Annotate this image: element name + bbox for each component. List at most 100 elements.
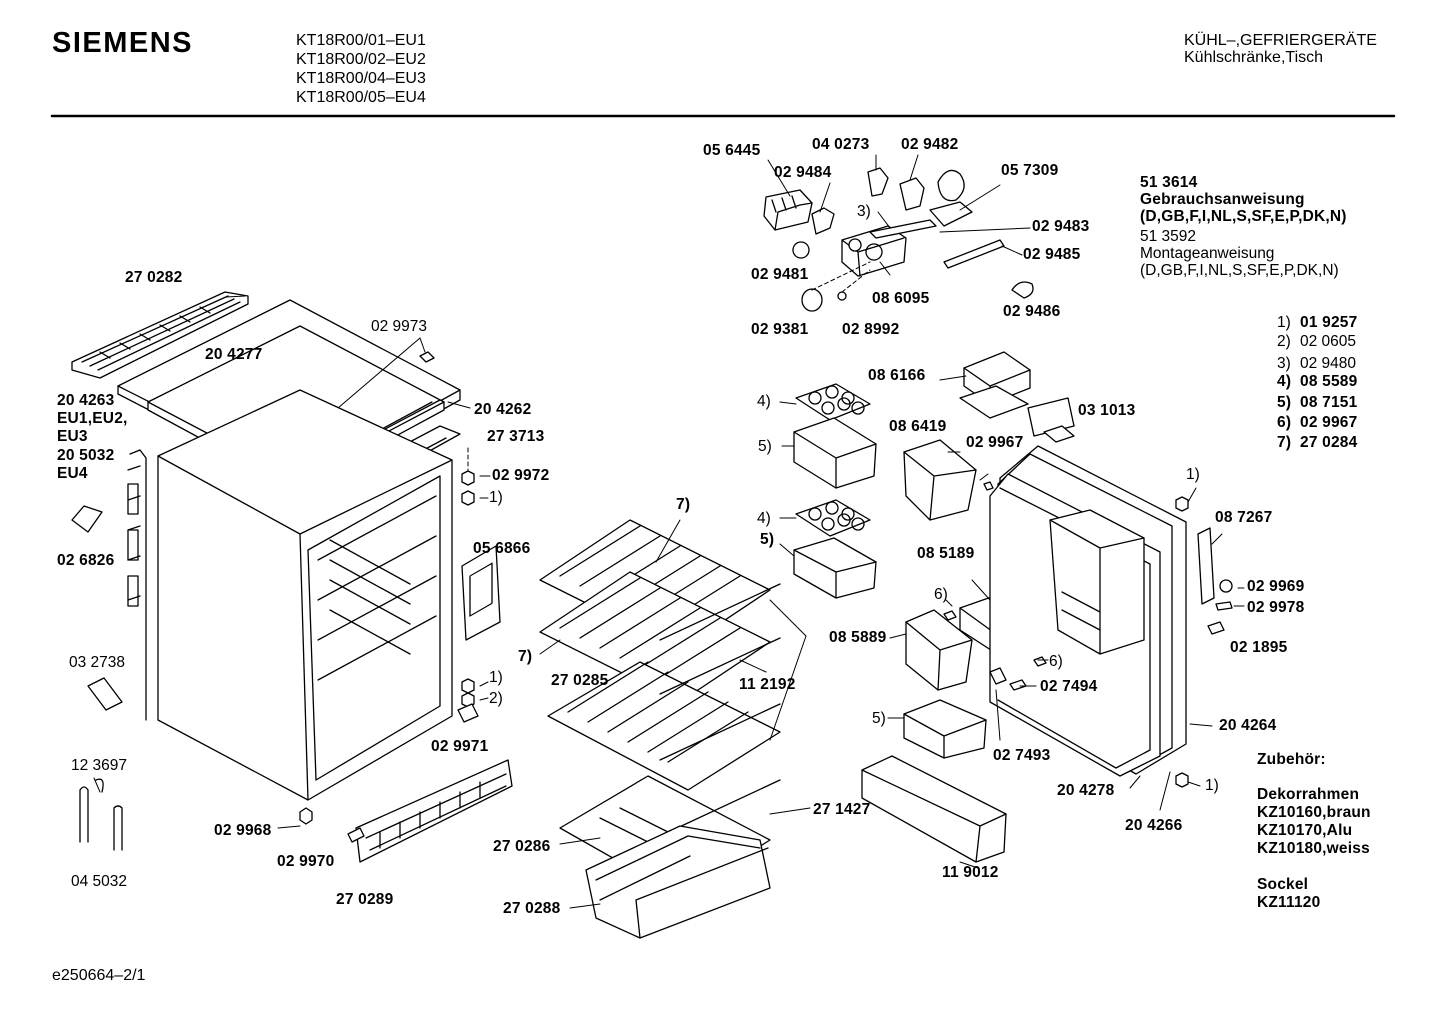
category-title: KÜHL–,GEFRIERGERÄTE <box>1184 32 1377 49</box>
manual-code: 51 3614 <box>1140 174 1198 191</box>
decor-frame-white: KZ10180,weiss <box>1257 840 1370 857</box>
part-label: 05 6445 <box>703 142 761 159</box>
part-label: 08 6095 <box>872 290 930 307</box>
part-label: 20 4277 <box>205 346 263 363</box>
bottom-grille-drawing <box>347 759 513 863</box>
part-label: 20 4264 <box>1219 717 1277 734</box>
model-number-4: KT18R00/05–EU4 <box>296 89 426 106</box>
cabinet-drawing <box>71 389 501 829</box>
part-label: 02 9483 <box>1032 218 1090 235</box>
model-number-2: KT18R00/02–EU2 <box>296 51 426 68</box>
manual-languages: (D,GB,F,I,NL,S,SF,E,P,DK,N) <box>1140 262 1339 279</box>
part-label: 05 7309 <box>1001 162 1059 179</box>
part-ref: 7) <box>518 648 533 665</box>
part-label: 02 8992 <box>842 321 900 338</box>
part-label: 02 9967 <box>966 434 1024 451</box>
part-label: 02 9484 <box>774 164 832 181</box>
part-label: 04 0273 <box>812 136 870 153</box>
part-label: 02 9482 <box>901 136 959 153</box>
part-ref: 1) <box>489 489 503 506</box>
footnote-ref: 2) <box>1277 333 1291 350</box>
part-label: 03 2738 <box>69 654 126 671</box>
part-ref: 1) <box>1186 466 1200 483</box>
footnote-part: 08 5589 <box>1300 373 1358 390</box>
part-label: 02 9381 <box>751 321 809 338</box>
part-label: 02 9968 <box>214 822 272 839</box>
part-label: 08 5889 <box>829 629 887 646</box>
base-part: KZ11120 <box>1257 894 1321 911</box>
part-ref: 4) <box>757 510 771 527</box>
part-ref: 4) <box>757 393 771 410</box>
category-subtitle: Kühlschränke,Tisch <box>1184 49 1324 66</box>
part-ref: 6) <box>934 586 948 603</box>
brand-logo: SIEMENS <box>52 27 194 59</box>
part-ref: 3) <box>857 203 871 220</box>
decor-frame-alu: KZ10170,Alu <box>1257 822 1353 839</box>
manual-title: Gebrauchsanweisung <box>1140 191 1305 208</box>
part-ref: 1) <box>1205 777 1219 794</box>
part-label: 20 4266 <box>1125 817 1183 834</box>
part-ref: 7) <box>676 496 691 513</box>
footnote-ref: 1) <box>1277 314 1291 331</box>
part-label: 03 1013 <box>1078 402 1136 419</box>
part-label: 08 5189 <box>917 545 975 562</box>
footnote-part: 27 0284 <box>1300 434 1358 451</box>
part-label: 08 6419 <box>889 418 947 435</box>
drain-parts-drawing <box>79 677 123 851</box>
egg-trays-and-boxes-drawing <box>779 383 877 599</box>
footnote-ref: 5) <box>1277 394 1292 411</box>
part-ref: 5) <box>758 438 772 455</box>
part-label: 12 3697 <box>71 757 128 774</box>
part-label: 02 9973 <box>371 318 428 335</box>
part-ref: 5) <box>760 531 775 548</box>
footnote-ref: 7) <box>1277 434 1292 451</box>
footnote-ref: 6) <box>1277 414 1292 431</box>
part-label: 02 9970 <box>277 853 335 870</box>
part-label: 27 0285 <box>551 672 609 689</box>
part-label: 27 1427 <box>813 801 871 818</box>
variant-label: EU1,EU2, <box>57 410 128 427</box>
manual-title: Montageanweisung <box>1140 245 1275 262</box>
footnote-part: 08 7151 <box>1300 394 1358 411</box>
thermostat-assembly-drawing <box>763 154 1034 312</box>
accessories-title: Zubehör: <box>1257 751 1326 768</box>
part-label: 02 7494 <box>1040 678 1098 695</box>
part-label: 04 5032 <box>71 873 128 890</box>
footnote-ref: 4) <box>1277 373 1292 390</box>
part-label: 11 2192 <box>739 676 796 693</box>
footnote-ref: 3) <box>1277 355 1291 372</box>
footnote-part: 02 9967 <box>1300 414 1358 431</box>
manual-code: 51 3592 <box>1140 228 1197 245</box>
variant-label: EU3 <box>57 428 88 445</box>
door-drawing <box>989 445 1223 811</box>
part-ref: 1) <box>489 669 503 686</box>
part-label: 20 4262 <box>474 401 532 418</box>
manual-languages: (D,GB,F,I,NL,S,SF,E,P,DK,N) <box>1140 208 1347 225</box>
part-label: 05 6866 <box>473 540 531 557</box>
part-label: 20 4278 <box>1057 782 1115 799</box>
base-title: Sockel <box>1257 876 1309 893</box>
part-label: 27 0288 <box>503 900 561 917</box>
drawing-id: e250664–2/1 <box>52 967 146 984</box>
crisper-drawer-drawing <box>569 825 771 939</box>
part-label: 27 0286 <box>493 838 551 855</box>
door-hardware-drawing <box>943 425 1245 788</box>
part-label: 27 0282 <box>125 269 183 286</box>
part-label: 02 9486 <box>1003 303 1061 320</box>
footnote-part: 02 9480 <box>1300 355 1357 372</box>
part-label: 08 6166 <box>868 367 926 384</box>
part-label: 02 9485 <box>1023 246 1081 263</box>
part-label: 02 9969 <box>1247 578 1305 595</box>
part-label: 02 7493 <box>993 747 1051 764</box>
part-label: 02 1895 <box>1230 639 1288 656</box>
part-label: 20 5032 <box>57 447 115 464</box>
footnote-part: 01 9257 <box>1300 314 1358 331</box>
model-number-3: KT18R00/04–EU3 <box>296 70 426 87</box>
part-label: 20 4263 <box>57 392 115 409</box>
part-ref: 5) <box>872 710 886 727</box>
part-label: 02 9971 <box>431 738 489 755</box>
footnote-part: 02 0605 <box>1300 333 1357 350</box>
part-label: 02 9972 <box>492 467 550 484</box>
